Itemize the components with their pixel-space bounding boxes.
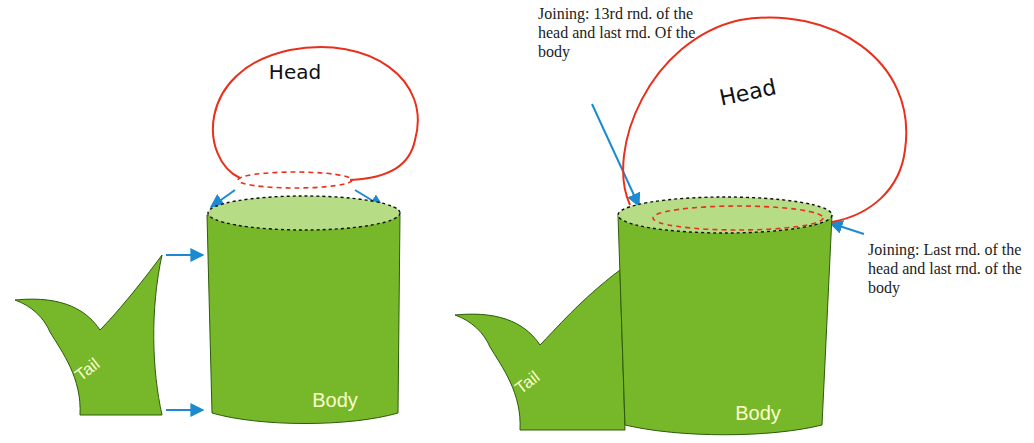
join-arrow bbox=[166, 254, 203, 256]
shape-outline bbox=[207, 215, 400, 424]
shape-outline bbox=[10, 250, 170, 420]
head-shape: Head bbox=[600, 10, 910, 225]
shape-outline bbox=[208, 196, 400, 230]
body-shape: Body bbox=[610, 195, 840, 435]
shape-outline bbox=[200, 195, 410, 430]
part-name: Head bbox=[269, 60, 321, 84]
shape-outline bbox=[213, 47, 418, 180]
part-name: Body bbox=[312, 389, 358, 412]
tail-shape: Tail bbox=[10, 250, 170, 420]
shape-outline bbox=[455, 270, 625, 430]
shape-outline bbox=[238, 172, 352, 188]
shape-outline bbox=[623, 18, 906, 222]
shape-outline bbox=[15, 255, 162, 415]
joining-note: Joining: 13rd rnd. of the head and last … bbox=[538, 4, 698, 62]
tail-shape: Tail bbox=[450, 250, 630, 435]
shape-outline bbox=[618, 197, 832, 233]
shape-outline bbox=[610, 195, 840, 435]
head-shape: Head bbox=[200, 40, 430, 192]
joining-note: Joining: Last rnd. of the head and last … bbox=[868, 240, 1028, 298]
part-name: Head bbox=[717, 74, 778, 110]
body-shape: Body bbox=[200, 195, 410, 430]
leader-line bbox=[830, 223, 864, 234]
shape-outline bbox=[600, 10, 910, 225]
part-name: Body bbox=[735, 402, 781, 425]
shape-outline bbox=[450, 250, 630, 435]
join-arrow bbox=[166, 409, 203, 411]
shape-outline bbox=[618, 215, 832, 435]
